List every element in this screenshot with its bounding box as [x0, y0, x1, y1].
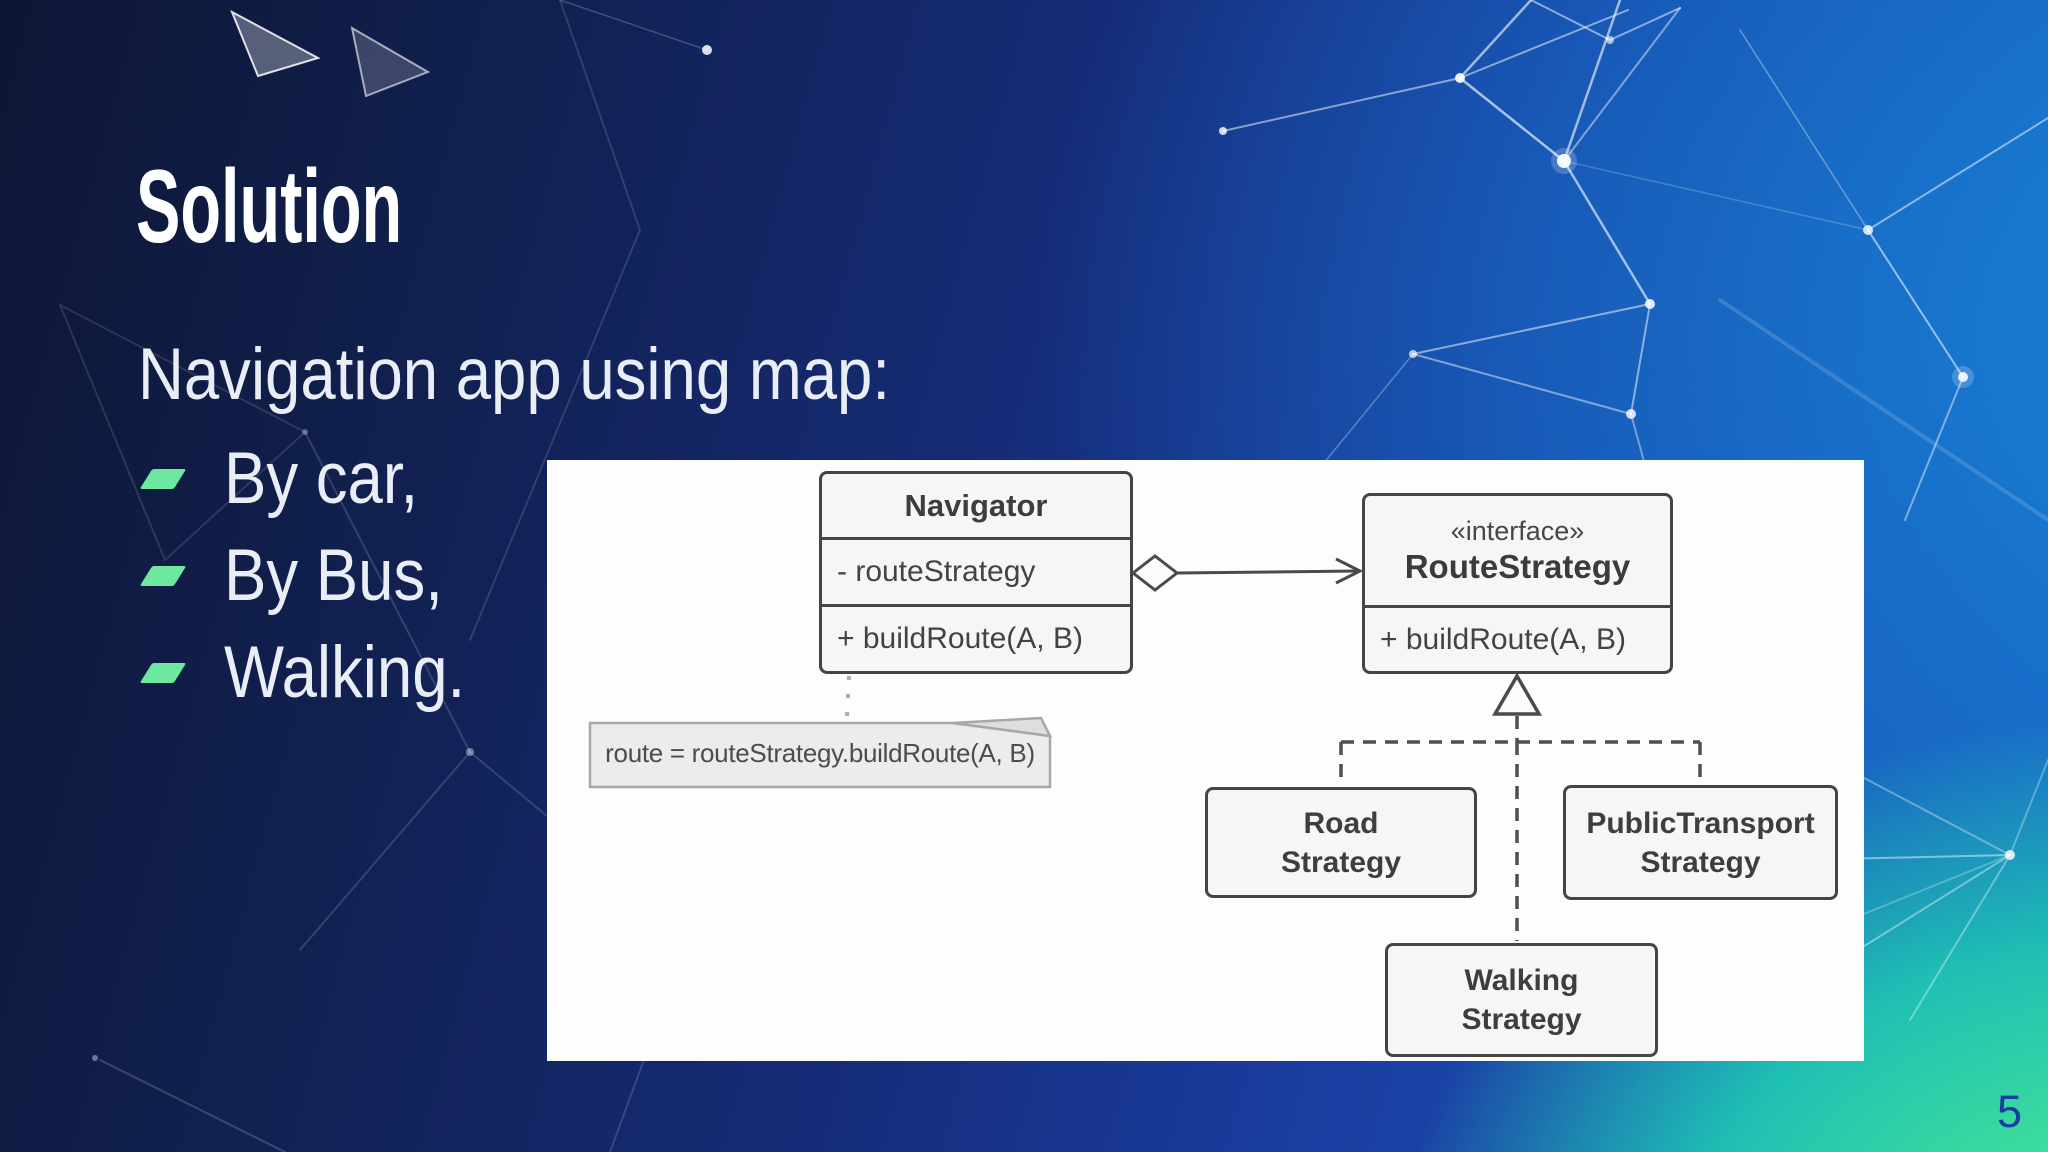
- aggregation-diamond-icon: [1130, 554, 1180, 592]
- bullet-marker-icon: [139, 565, 187, 586]
- note-shape: [588, 716, 1053, 789]
- uml-class-walking-strategy: Walking Strategy: [1385, 943, 1658, 1057]
- uml-class-road-strategy: Road Strategy: [1205, 787, 1477, 898]
- bullet-label: Walking.: [224, 632, 466, 713]
- bullet-list: By car, By Bus, Walking.: [138, 430, 501, 721]
- list-item: By Bus,: [138, 527, 501, 624]
- interface-name: RouteStrategy: [1404, 547, 1631, 585]
- class-name: PublicTransport Strategy: [1586, 806, 1815, 879]
- realization-triangle-icon: [1491, 672, 1543, 716]
- realization-dashed-lines: [1339, 716, 1702, 941]
- class-attribute: - routeStrategy: [822, 537, 1130, 604]
- interface-header: «interface» RouteStrategy: [1365, 496, 1670, 605]
- page-title-text: Solution: [136, 149, 403, 265]
- bullet-marker-icon: [139, 468, 187, 489]
- bullet-label: By Bus,: [224, 535, 443, 616]
- list-item: Walking.: [138, 624, 501, 721]
- uml-diagram-panel: Navigator - routeStrategy + buildRoute(A…: [547, 460, 1864, 1061]
- class-method: + buildRoute(A, B): [822, 604, 1130, 671]
- uml-interface-route-strategy: «interface» RouteStrategy + buildRoute(A…: [1362, 493, 1673, 674]
- list-item: By car,: [138, 430, 501, 527]
- class-name: Road Strategy: [1280, 806, 1402, 879]
- open-arrowhead-icon: [1335, 557, 1364, 585]
- lead-text: Navigation app using map:: [138, 334, 891, 415]
- association-line: [1176, 569, 1359, 575]
- page-number: 5: [1996, 1086, 2022, 1137]
- interface-method: + buildRoute(A, B): [1365, 605, 1670, 671]
- uml-connectors: [588, 554, 1702, 941]
- interface-stereotype: «interface»: [1450, 515, 1585, 546]
- uml-class-public-transport-strategy: PublicTransport Strategy: [1563, 785, 1838, 900]
- class-name: Navigator: [904, 487, 1048, 523]
- class-name: Walking Strategy: [1461, 964, 1582, 1036]
- note-dashed-connector: [845, 675, 851, 717]
- uml-class-navigator: Navigator - routeStrategy + buildRoute(A…: [819, 471, 1133, 674]
- page-title: Solution: [136, 155, 552, 259]
- bullet-label: By car,: [224, 438, 419, 519]
- bullet-marker-icon: [139, 662, 187, 683]
- uml-note-text: route = routeStrategy.buildRoute(A, B): [605, 737, 1035, 768]
